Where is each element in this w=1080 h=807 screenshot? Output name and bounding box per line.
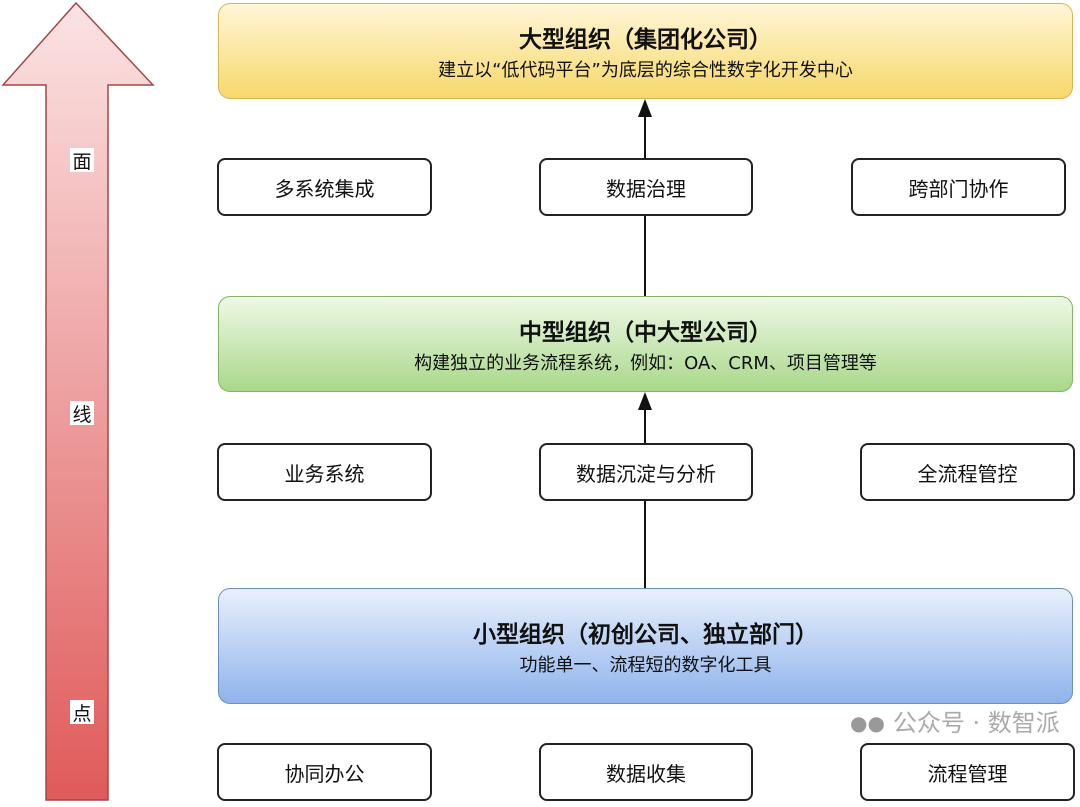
watermark-text: 公众号 · 数智派 bbox=[892, 709, 1060, 737]
watermark: ●● 公众号 · 数智派 bbox=[850, 706, 1060, 740]
small-org-subtitle: 功能单一、流程短的数字化工具 bbox=[519, 655, 772, 676]
medium-org-subtitle: 构建独立的业务流程系统，例如：OA、CRM、项目管理等 bbox=[414, 353, 877, 374]
feature-box: 协同办公 bbox=[217, 743, 432, 801]
feature-box: 多系统集成 bbox=[217, 158, 432, 216]
axis-label-middle: 线 bbox=[70, 401, 94, 426]
small-org-box: 小型组织（初创公司、独立部门） 功能单一、流程短的数字化工具 bbox=[218, 588, 1073, 704]
large-org-box: 大型组织（集团化公司） 建立以“低代码平台”为底层的综合性数字化开发中心 bbox=[218, 3, 1073, 99]
axis-label-top: 面 bbox=[70, 148, 94, 173]
wechat-icon: ●● bbox=[850, 711, 885, 735]
small-org-title: 小型组织（初创公司、独立部门） bbox=[473, 622, 818, 648]
large-org-subtitle: 建立以“低代码平台”为底层的综合性数字化开发中心 bbox=[438, 60, 853, 81]
medium-org-box: 中型组织（中大型公司） 构建独立的业务流程系统，例如：OA、CRM、项目管理等 bbox=[218, 296, 1073, 392]
feature-box: 流程管理 bbox=[860, 743, 1075, 801]
feature-box: 数据沉淀与分析 bbox=[539, 443, 753, 501]
medium-org-title: 中型组织（中大型公司） bbox=[519, 320, 772, 346]
axis-label-bottom: 点 bbox=[70, 700, 94, 725]
feature-box: 数据治理 bbox=[539, 158, 753, 216]
large-org-title: 大型组织（集团化公司） bbox=[519, 27, 772, 53]
feature-box: 全流程管控 bbox=[860, 443, 1075, 501]
feature-box: 跨部门协作 bbox=[851, 158, 1066, 216]
feature-box: 业务系统 bbox=[217, 443, 432, 501]
feature-box: 数据收集 bbox=[539, 743, 753, 801]
